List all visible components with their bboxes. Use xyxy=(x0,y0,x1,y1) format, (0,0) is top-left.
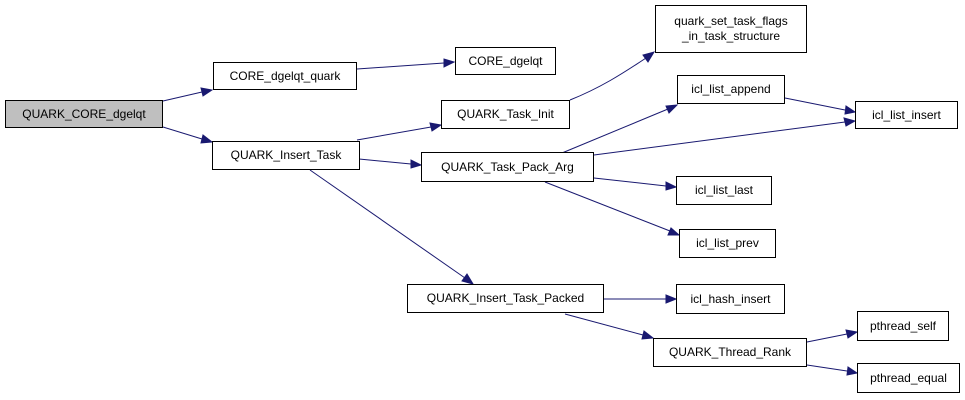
node-quark-insert-task-packed[interactable]: QUARK_Insert_Task_Packed xyxy=(407,284,604,313)
node-quark-set-task-flags-in-task-structure[interactable]: quark_set_task_flags _in_task_structure xyxy=(655,5,807,53)
edge-quark-insert-task-to-quark-insert-task-packed xyxy=(309,169,475,285)
edge-quark-insert-task-packed-to-quark-thread-rank xyxy=(564,313,655,340)
edge-quark-thread-rank-to-pthread-equal xyxy=(806,364,859,376)
edge-quark-task-pack-arg-to-icl-list-prev xyxy=(544,181,681,236)
node-core-dgelqt[interactable]: CORE_dgelqt xyxy=(455,47,556,75)
node-icl-list-insert[interactable]: icl_list_insert xyxy=(855,101,958,129)
edge-quark-task-init-to-quark-set-task-flags xyxy=(569,51,656,101)
node-quark-task-pack-arg[interactable]: QUARK_Task_Pack_Arg xyxy=(421,152,594,182)
node-icl-list-last[interactable]: icl_list_last xyxy=(676,176,772,205)
edge-quark-task-pack-arg-to-icl-list-append xyxy=(561,104,679,154)
edge-quark-insert-task-packed-to-icl-hash-insert xyxy=(604,294,678,304)
node-pthread-self[interactable]: pthread_self xyxy=(857,311,949,341)
edge-core-dgelqt-quark-to-core-dgelqt xyxy=(356,58,456,70)
edge-quark-core-dgelqt-to-core-dgelqt-quark xyxy=(162,87,214,102)
edge-quark-core-dgelqt-to-quark-insert-task xyxy=(162,126,214,144)
node-quark-task-init[interactable]: QUARK_Task_Init xyxy=(441,100,570,129)
node-quark-insert-task[interactable]: QUARK_Insert_Task xyxy=(212,141,360,170)
node-icl-list-prev[interactable]: icl_list_prev xyxy=(679,229,776,258)
node-icl-hash-insert[interactable]: icl_hash_insert xyxy=(676,284,785,314)
edge-quark-insert-task-to-quark-task-pack-arg xyxy=(358,158,423,169)
node-pthread-equal[interactable]: pthread_equal xyxy=(857,363,960,393)
node-core-dgelqt-quark[interactable]: CORE_dgelqt_quark xyxy=(213,62,357,90)
node-quark-thread-rank[interactable]: QUARK_Thread_Rank xyxy=(653,338,807,367)
edge-quark-thread-rank-to-pthread-self xyxy=(806,329,859,343)
edge-icl-list-append-to-icl-list-insert xyxy=(784,97,857,115)
node-icl-list-append[interactable]: icl_list_append xyxy=(677,75,785,104)
edge-quark-insert-task-to-quark-task-init xyxy=(356,122,443,141)
node-quark-core-dgelqt: QUARK_CORE_dgelqt xyxy=(5,100,163,128)
edge-quark-task-pack-arg-to-icl-list-last xyxy=(593,177,678,191)
edge-quark-task-pack-arg-to-icl-list-insert xyxy=(593,117,857,156)
